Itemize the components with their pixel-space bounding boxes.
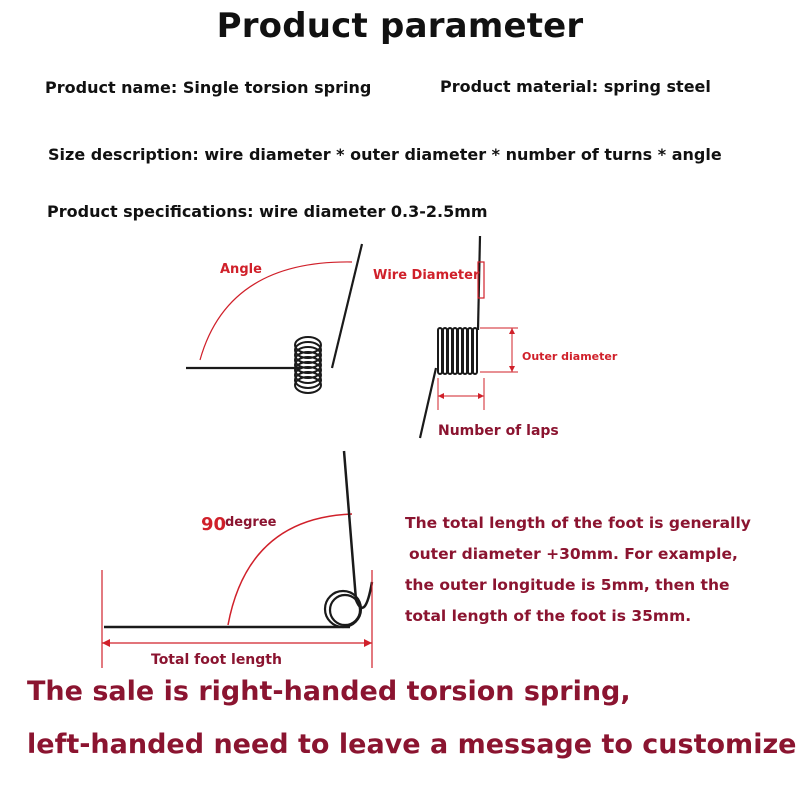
footer-line-1: The sale is right-handed torsion spring, — [27, 676, 631, 707]
degree-arc — [227, 513, 353, 626]
side-coil — [437, 327, 478, 375]
footer-line-2: left-handed need to leave a message to c… — [27, 729, 797, 760]
total-foot-length-label: Total foot length — [151, 652, 282, 668]
size-description: Size description: wire diameter * outer … — [48, 145, 722, 164]
note-line-4: total length of the foot is 35mm. — [405, 607, 692, 625]
ninety-degree-diagram: 90 degree Total foot length — [101, 450, 374, 668]
number-of-laps-label: Number of laps — [438, 423, 559, 439]
side-leg-top — [476, 235, 482, 331]
degree-unit: degree — [225, 515, 277, 530]
foot-length-note: The total length of the foot is generall… — [405, 508, 751, 632]
wire-diameter-marker — [477, 261, 485, 299]
spring-coil-top — [294, 336, 322, 394]
bottom-coil — [323, 589, 363, 629]
note-line-3: the outer longitude is 5mm, then the — [405, 576, 730, 594]
degree-value: 90 — [201, 514, 226, 535]
side-leg-bottom — [418, 367, 438, 439]
note-line-2: outer diameter +30mm. For example, — [409, 545, 738, 563]
angle-arc — [199, 261, 353, 361]
outer-diameter-label: Outer diameter — [522, 350, 618, 363]
product-name: Product name: Single torsion spring — [45, 78, 372, 97]
foot-vertical — [342, 450, 374, 610]
wire-diameter-label: Wire Diameter — [373, 268, 480, 283]
side-view-diagram: Wire Diameter Outer diameter Number of l… — [373, 235, 618, 439]
angle-diagram: Angle — [186, 243, 364, 394]
product-specifications: Product specifications: wire diameter 0.… — [47, 202, 488, 221]
product-material: Product material: spring steel — [440, 77, 711, 96]
note-line-1: The total length of the foot is generall… — [405, 514, 751, 532]
angle-label: Angle — [220, 262, 262, 277]
page-title: Product parameter — [216, 6, 584, 46]
spring-leg-angled — [330, 243, 364, 369]
